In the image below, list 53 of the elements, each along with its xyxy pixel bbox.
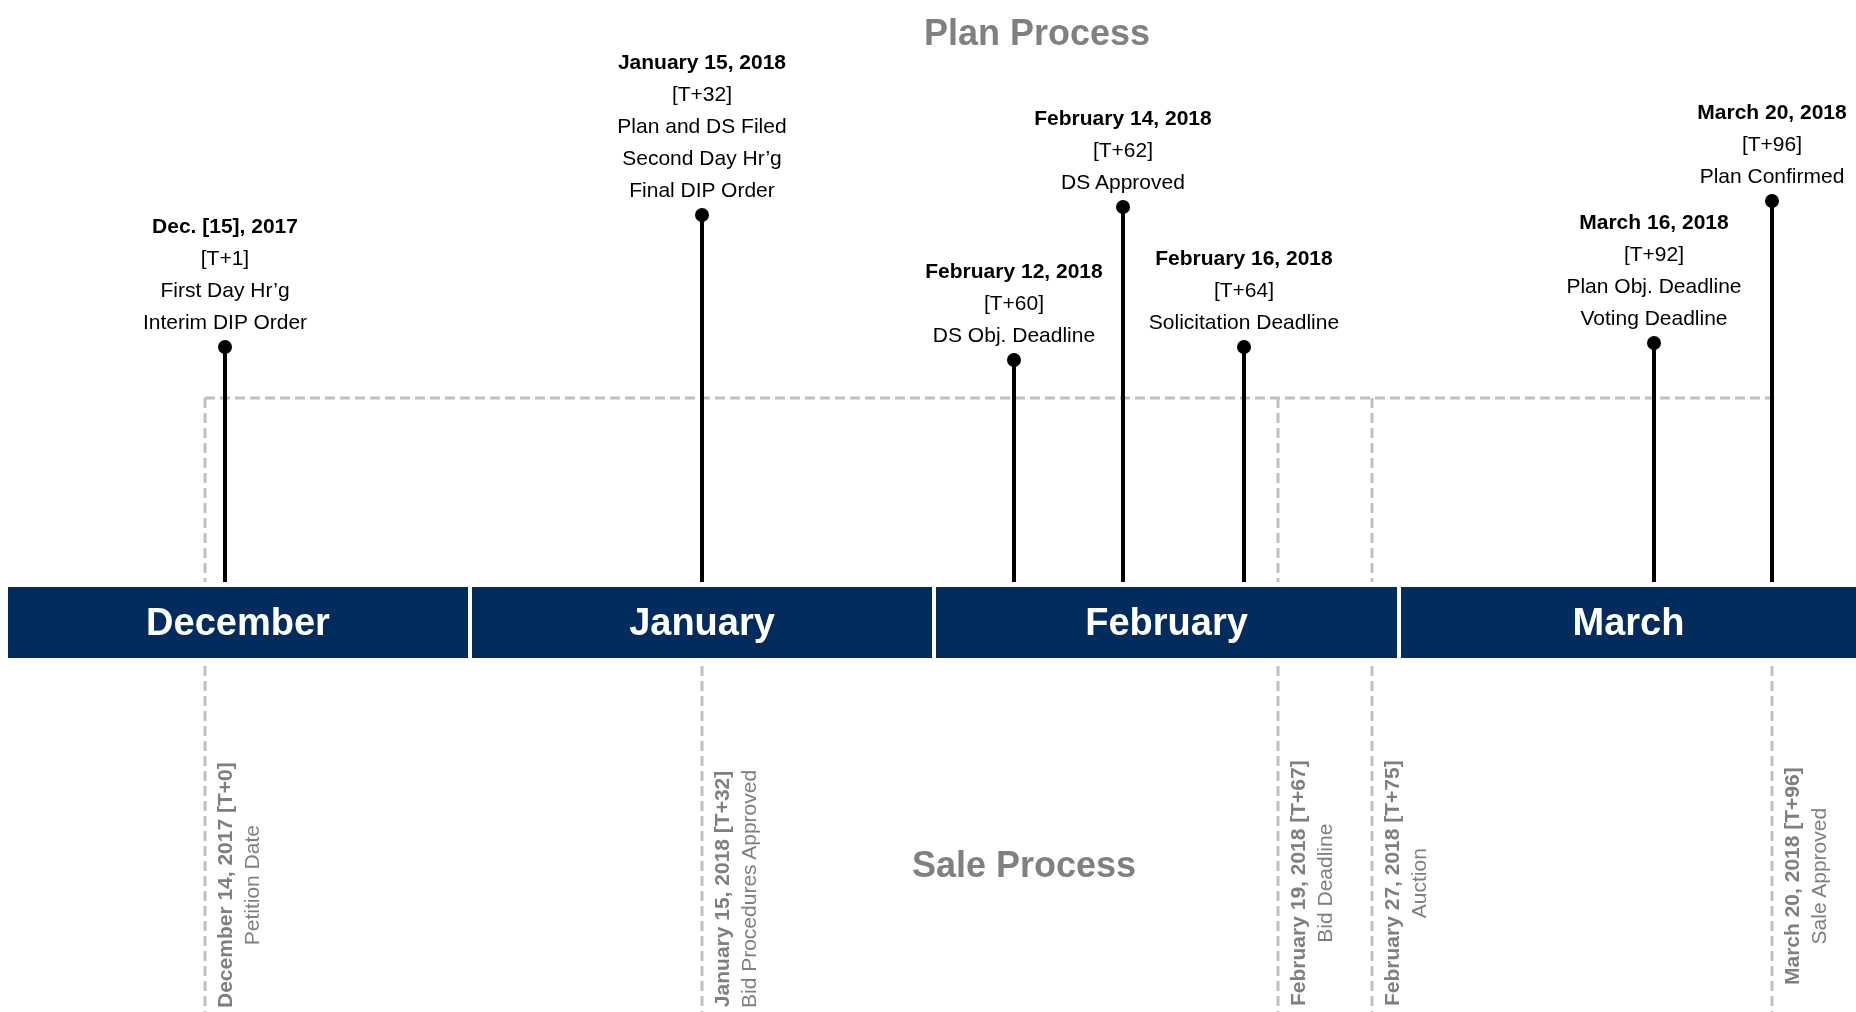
section-heading: Plan Process	[923, 11, 1151, 55]
milestone-detail: Plan Obj. Deadline	[1566, 273, 1742, 299]
milestone-date: February 14, 2018	[1034, 105, 1212, 131]
milestone-date: January 15, 2018	[617, 49, 787, 75]
milestone-detail: Plan Confirmed	[1699, 163, 1845, 189]
milestone-date: March 20, 2018	[1697, 99, 1847, 125]
sale-date: December 14, 2017 [T+0]	[212, 762, 237, 1008]
milestone-detail: First Day Hr’g	[160, 277, 290, 303]
month-band: February	[936, 587, 1397, 658]
sale-detail: Bid Procedures Approved	[736, 769, 761, 1008]
milestone-detail: Voting Deadline	[1580, 305, 1728, 331]
sale-date: March 20, 2018 [T+96]	[1779, 767, 1804, 985]
dashed-connector-line	[1370, 666, 1374, 1012]
sale-detail: Petition Date	[239, 825, 264, 946]
month-band: March	[1401, 587, 1856, 658]
milestone-detail: [T+92]	[1623, 241, 1685, 267]
sale-detail: Sale Approved	[1806, 807, 1831, 945]
stem-line	[695, 208, 709, 582]
milestone-detail: DS Approved	[1061, 169, 1185, 195]
milestone-detail: [T+32]	[671, 81, 733, 107]
milestone-detail: Final DIP Order	[629, 177, 775, 203]
dashed-connector-line	[1770, 666, 1774, 1012]
milestone-detail: Plan and DS Filed	[617, 113, 787, 139]
milestone-detail: Second Day Hr’g	[622, 145, 782, 171]
dashed-connector-line	[203, 666, 207, 1012]
milestone-date: February 12, 2018	[925, 258, 1103, 284]
milestone-detail: [T+96]	[1741, 131, 1803, 157]
milestone-detail: DS Obj. Deadline	[932, 322, 1096, 348]
sale-detail: Bid Deadline	[1312, 823, 1337, 943]
milestone-detail: [T+1]	[200, 245, 250, 271]
milestone-date: March 16, 2018	[1579, 209, 1729, 235]
sale-date: January 15, 2018 [T+32]	[709, 770, 734, 1008]
sale-date: February 27, 2018 [T+75]	[1379, 760, 1404, 1006]
milestone-detail: Solicitation Deadline	[1148, 309, 1340, 335]
stem-line	[1765, 194, 1779, 582]
section-heading: Sale Process	[911, 843, 1137, 887]
stem-line	[1007, 353, 1021, 582]
stem-line	[1647, 336, 1661, 582]
milestone-detail: [T+62]	[1092, 137, 1154, 163]
sale-date: February 19, 2018 [T+67]	[1285, 760, 1310, 1006]
stem-line	[1237, 340, 1251, 582]
milestone-date: Dec. [15], 2017	[152, 213, 298, 239]
milestone-detail: [T+60]	[983, 290, 1045, 316]
milestone-date: February 16, 2018	[1155, 245, 1333, 271]
dashed-connector-line	[1276, 666, 1280, 1012]
stem-line	[218, 340, 232, 582]
sale-detail: Auction	[1406, 848, 1431, 919]
milestone-detail: Interim DIP Order	[142, 309, 308, 335]
stem-line	[1116, 200, 1130, 582]
dashed-connector-line	[700, 666, 704, 1012]
month-band: January	[472, 587, 932, 658]
milestone-detail: [T+64]	[1213, 277, 1275, 303]
month-band: December	[8, 587, 468, 658]
